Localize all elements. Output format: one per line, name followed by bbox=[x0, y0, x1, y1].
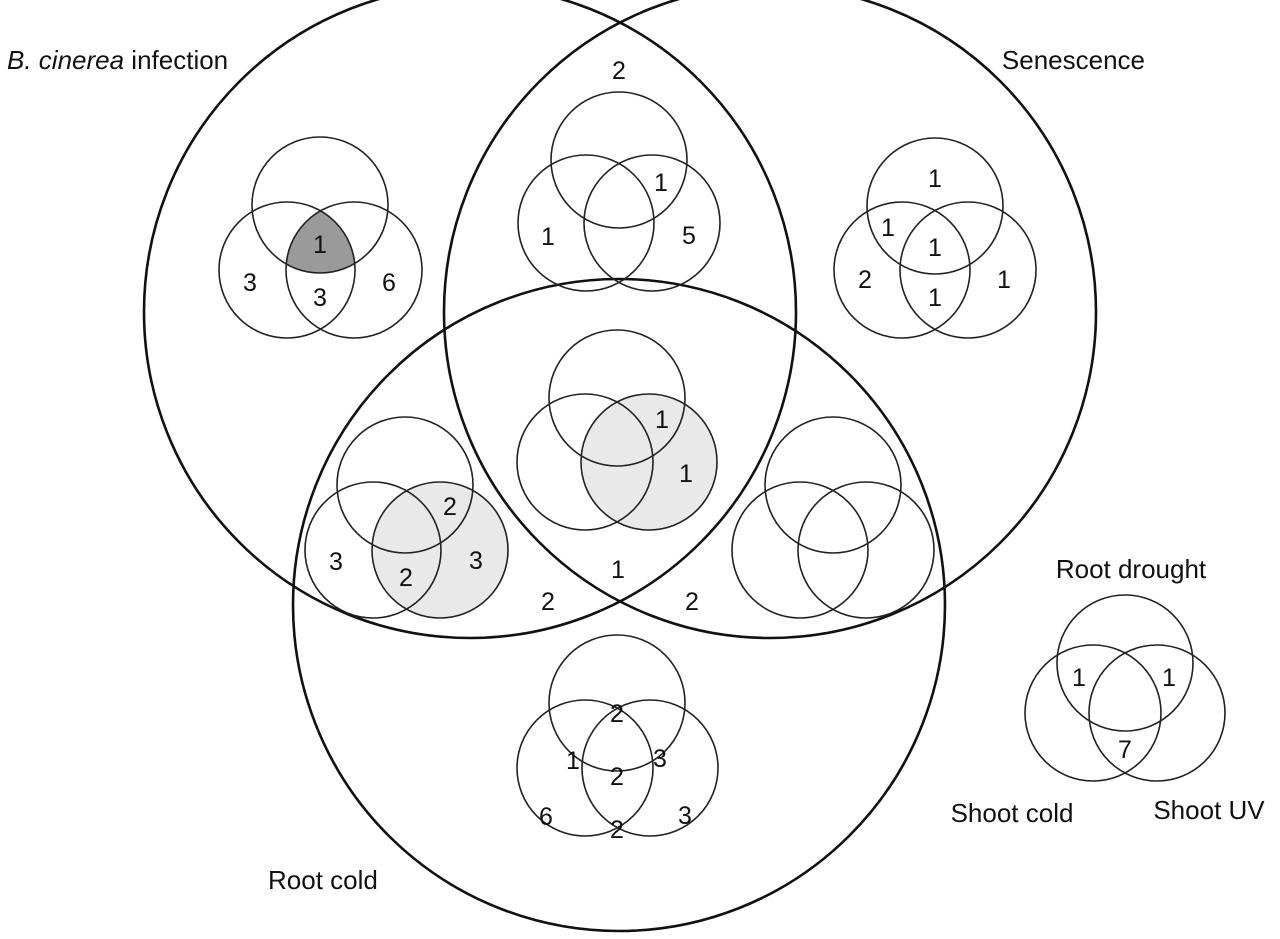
legend-circle-shoot-cold bbox=[1024, 644, 1162, 782]
infection-circle bbox=[142, 0, 798, 640]
sub-circle-right bbox=[581, 699, 719, 837]
count-label: 1 bbox=[928, 284, 942, 312]
sub-circle-right bbox=[371, 481, 509, 619]
sub-circle-top bbox=[548, 634, 686, 772]
sub-circle-left bbox=[731, 481, 869, 619]
sub-venn-infection-only bbox=[218, 136, 423, 339]
sub-circle-right bbox=[580, 393, 718, 531]
senescence-label: Senescence bbox=[1002, 45, 1145, 75]
count-label: 3 bbox=[243, 269, 257, 297]
count-senescence-rootcold: 2 bbox=[685, 588, 699, 616]
count-label: 3 bbox=[469, 547, 483, 575]
legend-circle-shoot-uv bbox=[1088, 644, 1226, 782]
legend-count: 7 bbox=[1118, 736, 1132, 764]
count-label: 1 bbox=[654, 169, 668, 197]
light-shaded-region-center bbox=[581, 394, 717, 530]
shaded-regions bbox=[286, 202, 717, 618]
main-sets bbox=[142, 0, 1098, 933]
sub-circle-top bbox=[336, 416, 474, 554]
count-label: 6 bbox=[382, 269, 396, 297]
sub-circle-right bbox=[583, 154, 721, 292]
count-infection-rootcold: 2 bbox=[541, 588, 555, 616]
sub-venn-infection-senescence bbox=[517, 91, 721, 292]
sub-venn-rootcold-only bbox=[516, 634, 719, 837]
count-label: 3 bbox=[678, 802, 692, 830]
count-label: 2 bbox=[610, 763, 624, 791]
legend-shoot-cold-label: Shoot cold bbox=[951, 798, 1074, 828]
sub-circle-right bbox=[797, 481, 935, 619]
legend-venn bbox=[1024, 594, 1226, 782]
count-label: 1 bbox=[679, 460, 693, 488]
count-label: 3 bbox=[653, 745, 667, 773]
sub-venn-infection-rootcold bbox=[304, 416, 509, 619]
count-label: 2 bbox=[610, 816, 624, 844]
count-label: 2 bbox=[610, 700, 624, 728]
infection-label: B. cinerea infection bbox=[7, 45, 228, 75]
count-label: 3 bbox=[329, 548, 343, 576]
sub-venn-senescence-rootcold bbox=[731, 416, 935, 619]
sub-circle-top bbox=[550, 91, 688, 229]
count-label: 1 bbox=[313, 231, 327, 259]
count-label: 1 bbox=[928, 165, 942, 193]
legend-circle-root-drought bbox=[1056, 594, 1194, 732]
sub-circle-left bbox=[218, 201, 356, 339]
sub-circle-left bbox=[516, 699, 654, 837]
count-all-three: 1 bbox=[611, 556, 625, 584]
sub-circle-top bbox=[251, 136, 389, 274]
count-label: 1 bbox=[881, 214, 895, 242]
root-cold-circle bbox=[291, 277, 947, 933]
sub-circle-left bbox=[516, 393, 654, 531]
count-label: 1 bbox=[541, 223, 555, 251]
count-label: 1 bbox=[566, 747, 580, 775]
count-label: 1 bbox=[997, 266, 1011, 294]
root-cold-label: Root cold bbox=[268, 865, 378, 895]
sub-venn-senescence-only bbox=[833, 137, 1037, 339]
count-label: 1 bbox=[655, 406, 669, 434]
legend-count: 1 bbox=[1072, 664, 1086, 692]
sub-circle-left bbox=[833, 201, 971, 339]
sub-circle-right bbox=[899, 201, 1037, 339]
legend-count: 1 bbox=[1162, 664, 1176, 692]
count-label: 5 bbox=[682, 222, 696, 250]
legend-root-drought-label: Root drought bbox=[1056, 554, 1207, 584]
sub-circle-right bbox=[285, 201, 423, 339]
sub-circle-left bbox=[304, 481, 442, 619]
sub-circle-top bbox=[764, 416, 902, 554]
count-label: 2 bbox=[858, 266, 872, 294]
sub-circle-top bbox=[866, 137, 1004, 275]
legend-shoot-uv-label: Shoot UV bbox=[1153, 795, 1265, 825]
count-label: 3 bbox=[313, 284, 327, 312]
count-label: 1 bbox=[928, 234, 942, 262]
count-label: 2 bbox=[399, 564, 413, 592]
count-label: 2 bbox=[443, 493, 457, 521]
count-label: 6 bbox=[539, 803, 553, 831]
sub-venn-all-three bbox=[516, 329, 718, 531]
sub-circle-top bbox=[548, 329, 686, 467]
sub-circle-left bbox=[517, 154, 655, 292]
senescence-circle bbox=[442, 0, 1098, 640]
light-shaded-region-left bbox=[372, 482, 508, 618]
count-infection-senescence: 2 bbox=[612, 57, 626, 85]
